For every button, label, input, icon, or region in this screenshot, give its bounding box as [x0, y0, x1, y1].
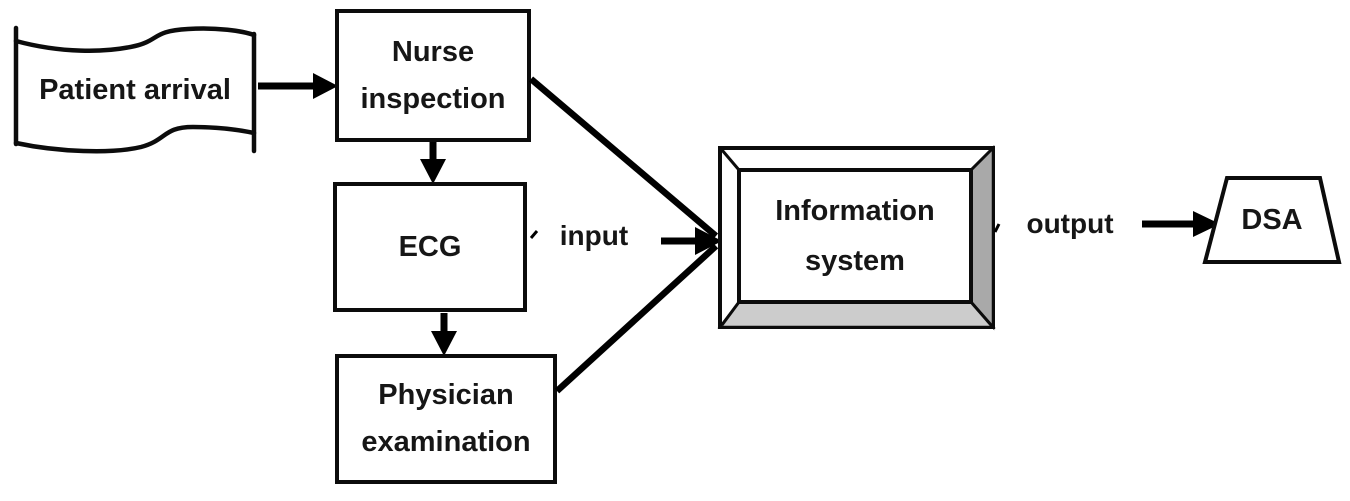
frame-corner-br [969, 301, 993, 326]
dsa-label: DSA [1206, 178, 1338, 262]
arrow-input-to-info [661, 227, 722, 255]
frame-bottom-bevel [717, 300, 996, 329]
dsa-trapezoid [1202, 176, 1342, 264]
arrowhead [695, 227, 722, 255]
ecg-box [333, 182, 527, 312]
line-nurse-to-info [528, 76, 719, 239]
dsa-text: DSA [1241, 203, 1303, 236]
nurse-inspection-label: Nurse inspection [337, 11, 529, 140]
nurse-inspection-box [335, 9, 531, 142]
arrowhead [1193, 211, 1220, 237]
patient-arrival-shape [13, 25, 257, 154]
input-text: input [559, 220, 629, 251]
information-system-label: Information system [739, 172, 971, 300]
arrowhead [313, 73, 338, 99]
arrow-patient-to-nurse [258, 73, 338, 99]
tick-info-right [993, 223, 1001, 233]
output-text: output [1026, 208, 1114, 239]
arrow-nurse-to-ecg [420, 142, 446, 184]
tick-ecg-right [529, 230, 539, 239]
frame-corner-bl [720, 301, 741, 326]
arrowhead [420, 159, 446, 184]
information-line1: Information [775, 195, 935, 227]
arrow-output-to-dsa [1142, 211, 1220, 237]
frame-inner [737, 168, 973, 304]
information-line2: system [805, 245, 905, 277]
physician-line1: Physician [378, 379, 514, 411]
physician-examination-label: Physician examination [337, 356, 555, 482]
output-label: output [1018, 206, 1122, 242]
nurse-inspection-line2: inspection [360, 82, 506, 115]
frame-corner-tl [720, 149, 741, 171]
ecg-text: ECG [398, 230, 462, 263]
patient-arrival-text: Patient arrival [39, 74, 231, 106]
physician-line2: examination [361, 426, 531, 458]
physician-examination-box [335, 354, 557, 484]
arrowhead [431, 331, 457, 356]
patient-arrival-bottom-edge [13, 124, 257, 154]
ecg-label: ECG [335, 184, 525, 310]
frame-right-bevel [969, 144, 995, 331]
patient-arrival-label: Patient arrival [16, 38, 254, 143]
input-label: input [548, 218, 640, 254]
nurse-inspection-line1: Nurse [391, 35, 475, 68]
arrow-ecg-to-physician [431, 313, 457, 356]
line-physician-to-info [554, 243, 719, 394]
frame-corner-tr [969, 148, 993, 172]
information-system-frame [717, 144, 996, 331]
